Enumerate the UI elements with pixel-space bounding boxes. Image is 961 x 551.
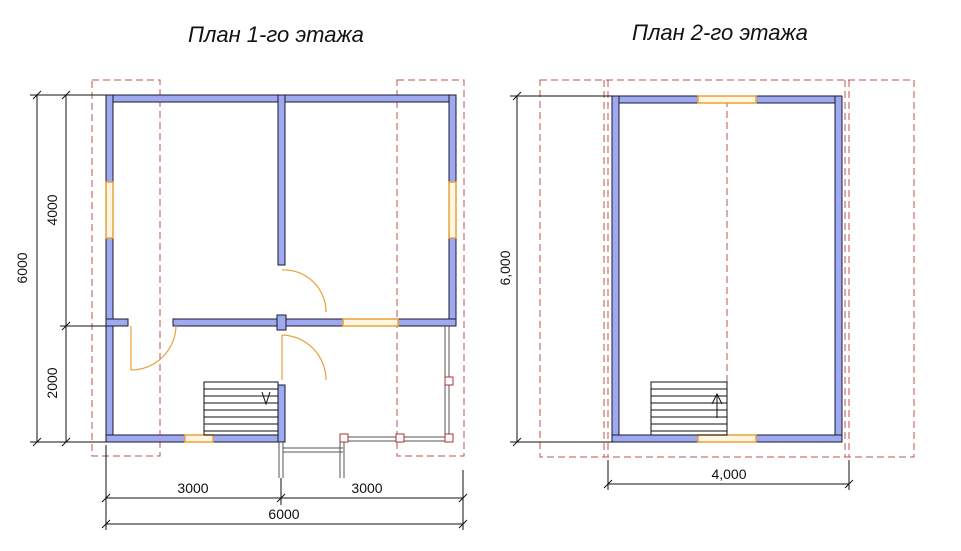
- door-arc-upper: [281, 269, 327, 313]
- floor1-title: План 1-го этажа: [188, 22, 364, 47]
- dim-upper-height: 4000: [44, 194, 60, 225]
- floor1-stairs: [203, 381, 279, 436]
- door-arc-left: [130, 325, 177, 371]
- floor1-terrace-posts: [339, 376, 454, 443]
- dim-lower-height: 2000: [44, 367, 60, 398]
- floor1-overhang-left: [91, 79, 161, 457]
- window-terrace: [342, 318, 399, 327]
- window-left: [105, 181, 114, 239]
- floor2-overhang: [539, 79, 915, 458]
- floor1-plan: 6000 4000 2000 3000 3000 6000: [14, 79, 468, 530]
- dim-total-width: 6000: [268, 506, 299, 522]
- window-bottom: [697, 434, 757, 443]
- floor1-windows: [105, 181, 457, 443]
- window-right: [448, 181, 457, 239]
- floor2-title: План 2-го этажа: [632, 20, 808, 45]
- floor1-door-swings: [130, 269, 327, 381]
- floor1-walls: [105, 94, 457, 443]
- door-arc-middle: [281, 334, 327, 381]
- dim-right-width: 3000: [351, 480, 382, 496]
- floor1-dimensions: [30, 90, 468, 530]
- floor2-dim-width: 4,000: [711, 466, 746, 482]
- floor1-terrace: [278, 326, 450, 478]
- window-bottom: [184, 434, 214, 443]
- floor2-stairs: [650, 381, 728, 436]
- dim-left-width: 3000: [177, 480, 208, 496]
- floor2-plan: 6,000 4,000: [497, 79, 915, 490]
- window-top: [697, 95, 757, 104]
- floor2-dim-height: 6,000: [497, 250, 513, 285]
- floor2-dimensions: [510, 91, 854, 490]
- dim-total-height: 6000: [14, 252, 30, 283]
- floor1-overhang-right: [396, 79, 465, 457]
